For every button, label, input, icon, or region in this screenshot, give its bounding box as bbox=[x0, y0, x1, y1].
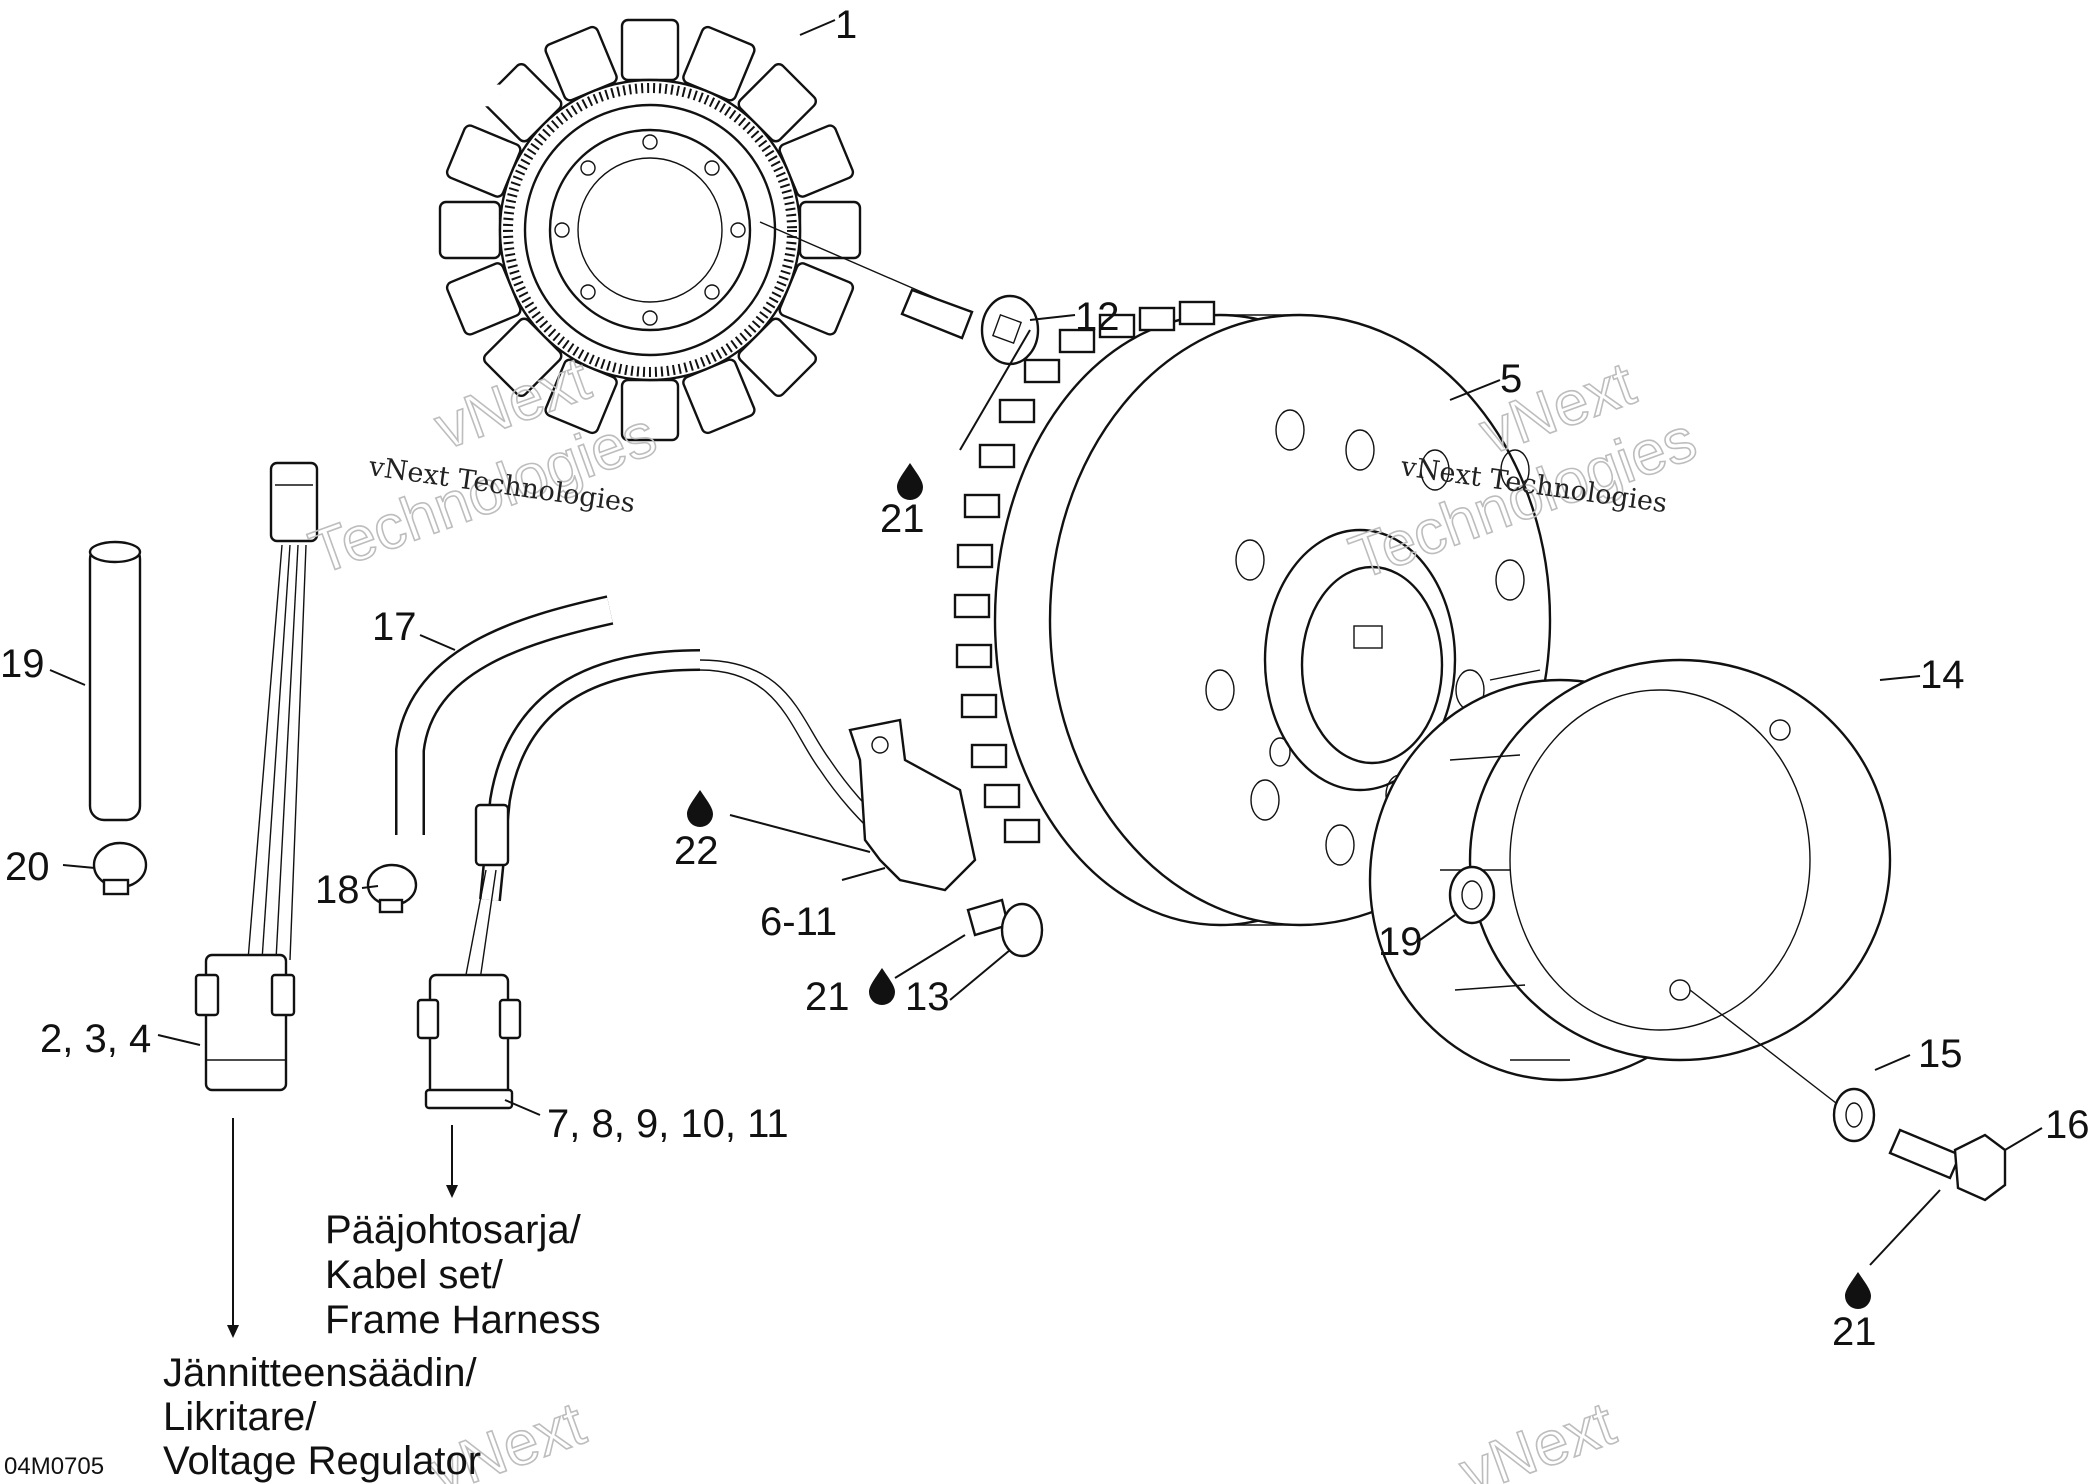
callout-16: 16 bbox=[2045, 1103, 2088, 1147]
callout-2-3-4: 2, 3, 4 bbox=[40, 1017, 151, 1061]
lubricant-drop-icon bbox=[869, 968, 895, 1005]
callout-labels: 1 12 5 21 19 17 14 20 18 22 6-11 19 21 1… bbox=[0, 3, 2088, 1354]
svg-text:Likritare/: Likritare/ bbox=[163, 1395, 317, 1439]
callout-5: 5 bbox=[1500, 357, 1522, 401]
callout-7-11: 7, 8, 9, 10, 11 bbox=[547, 1102, 789, 1146]
flywheel-illustration bbox=[953, 300, 1552, 927]
callout-6-11: 6-11 bbox=[760, 900, 837, 944]
svg-text:Jännitteensäädin/: Jännitteensäädin/ bbox=[163, 1351, 477, 1395]
callout-21-screw: 21 bbox=[805, 975, 850, 1019]
svg-text:Voltage Regulator: Voltage Regulator bbox=[163, 1439, 481, 1483]
callout-19-washer: 19 bbox=[1378, 920, 1423, 964]
sensor-harness-illustration bbox=[88, 540, 1044, 1110]
svg-text:Pääjohtosarja/: Pääjohtosarja/ bbox=[325, 1208, 582, 1252]
callout-1: 1 bbox=[835, 3, 857, 47]
lubricant-drop-icon bbox=[687, 790, 713, 827]
callout-21-bolt: 21 bbox=[1832, 1310, 1877, 1354]
trigger-housing-illustration bbox=[1368, 658, 2007, 1202]
callout-21: 21 bbox=[880, 497, 925, 541]
callout-22: 22 bbox=[674, 829, 719, 873]
svg-text:vNext: vNext bbox=[1451, 1389, 1624, 1484]
leader-lines bbox=[49, 19, 2043, 1338]
stator-bolt-illustration bbox=[759, 221, 1040, 366]
voltage-regulator-note: Jännitteensäädin/ Likritare/ Voltage Reg… bbox=[163, 1351, 481, 1483]
callout-14: 14 bbox=[1920, 653, 1965, 697]
callout-13: 13 bbox=[905, 975, 950, 1019]
svg-text:Frame Harness: Frame Harness bbox=[325, 1298, 601, 1342]
svg-text:Kabel set/: Kabel set/ bbox=[325, 1253, 504, 1297]
callout-20: 20 bbox=[5, 845, 50, 889]
drawing-code: 04M0705 bbox=[4, 1453, 104, 1480]
frame-harness-note: Pääjohtosarja/ Kabel set/ Frame Harness bbox=[325, 1208, 601, 1342]
callout-18: 18 bbox=[315, 868, 360, 912]
stator-illustration bbox=[194, 18, 862, 1092]
callout-17: 17 bbox=[372, 605, 417, 649]
lubricant-drop-icon bbox=[1845, 1272, 1871, 1309]
callout-19: 19 bbox=[0, 642, 45, 686]
callout-12: 12 bbox=[1075, 295, 1120, 339]
callout-15: 15 bbox=[1918, 1032, 1963, 1076]
lubricant-drop-icon bbox=[897, 463, 923, 500]
